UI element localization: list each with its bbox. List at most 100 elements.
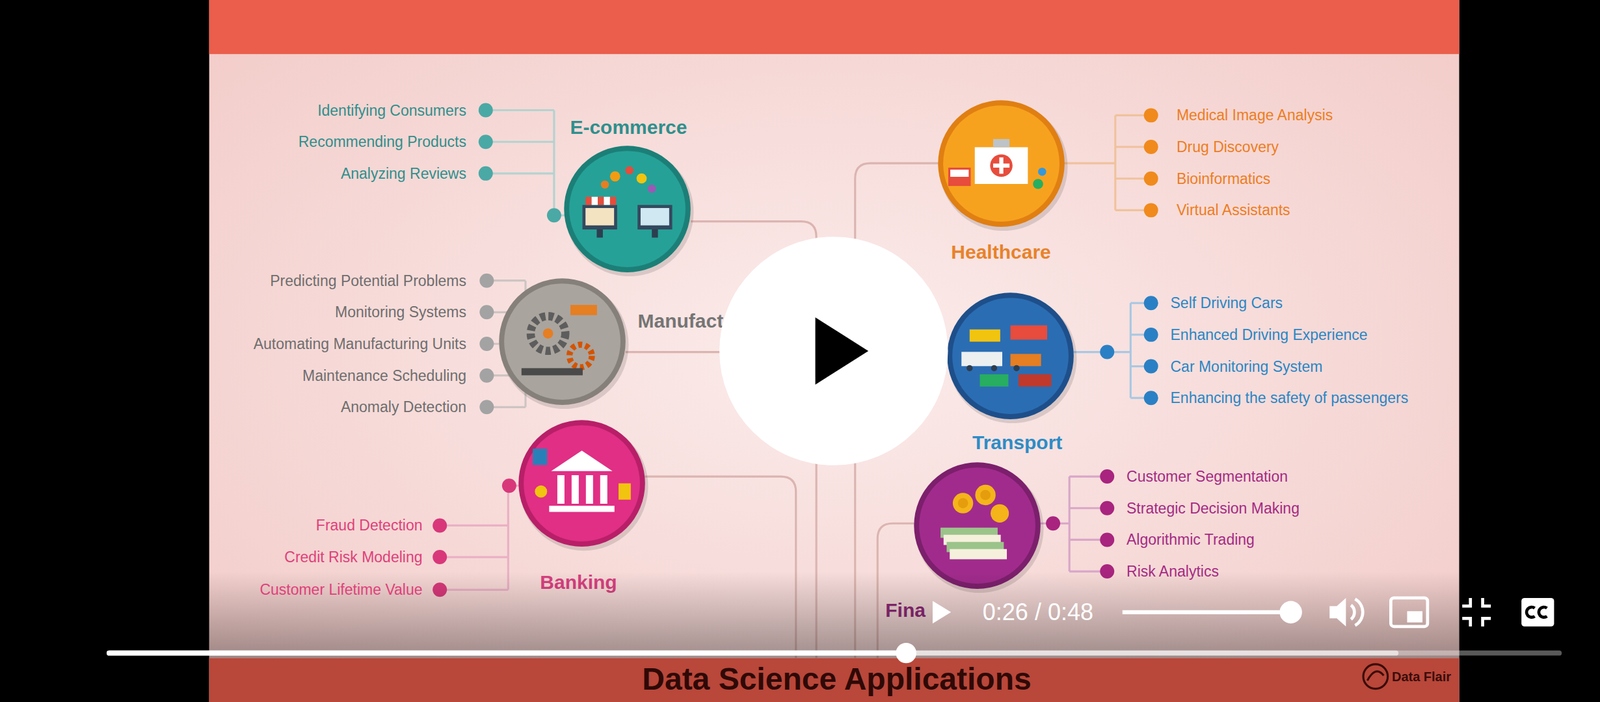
category-illustration [532,449,631,513]
circle-ring [937,100,1065,227]
application-item-holder: Customer Segmentation [1126,468,1288,486]
application-item: Customer Lifetime Value [259,581,423,600]
art-rect [618,483,631,501]
slide-ground [209,0,1460,702]
category-title-holder: Transport [972,431,1063,454]
application-item: Enhancing the safety of passengers [1170,389,1409,408]
application-item: Maintenance Scheduling [302,366,467,385]
art-dot [958,498,969,509]
category-title-holder: Healthcare [950,241,1051,264]
art-rect [610,197,616,206]
application-item-holder: Drug Discovery [1176,138,1279,157]
application-item-holder: Virtual Assistants [1176,201,1291,220]
art-dot [543,328,554,339]
circle-ring [498,279,626,406]
art-dot [600,180,610,190]
big-play-icon [815,317,869,386]
speaker-icon [1329,598,1346,627]
volume-knob [1279,601,1303,625]
art-dot [975,485,996,506]
art-rect [1010,325,1047,341]
join-dot [546,208,562,223]
art-rect [586,208,615,226]
category-illustration [947,138,1046,189]
application-item-holder: Recommending Products [298,133,467,151]
captions-icon [1521,598,1554,627]
progress-track [109,651,1560,657]
art-rect [979,374,1009,387]
category-illustration [941,485,1010,560]
art-rect [638,205,673,231]
application-item-holder: Maintenance Scheduling [302,366,467,385]
item-dot [479,273,494,289]
logo-mark [1363,664,1388,690]
big-play-button [719,236,948,466]
item-dot [1144,107,1159,123]
logo-swoosh [1367,671,1384,681]
art-roof [550,451,613,472]
circle-face [943,105,1060,222]
join-dot [1099,345,1115,360]
join-dot [1045,516,1061,531]
art-rect [599,475,607,505]
art-rect [993,138,1010,147]
bracket-link [1061,162,1116,165]
application-item: Risk Analytics [1126,563,1219,581]
application-item: Customer Segmentation [1126,468,1288,486]
leader-line [485,141,555,144]
art-rect [1018,374,1052,387]
application-item-holder: Automating Manufacturing Units [253,335,467,354]
art-dot [966,365,973,372]
item-dot [478,103,494,118]
application-item-holder: Customer Lifetime Value [259,581,423,600]
application-item: Car Monitoring System [1170,357,1323,376]
category-title: Healthcare [950,241,1051,264]
control-shade [209,571,1460,659]
item-dot [1099,469,1115,484]
application-item-holder: Analyzing Reviews [340,164,467,183]
play-icon [932,601,951,625]
art-rect [1010,354,1041,367]
category-circle: Healthcare [933,96,1069,231]
application-item: Strategic Decision Making [1126,499,1300,518]
application-item-holder: Medical Image Analysis [1176,106,1333,125]
circle-ring [518,420,646,548]
art-dot [980,489,992,501]
application-item-holder: Anomaly Detection [340,398,467,417]
item-bracket [1071,303,1151,399]
art-dot [625,166,635,175]
application-item-holder: Strategic Decision Making [1126,499,1300,518]
application-item-holder: Credit Risk Modeling [284,548,423,567]
art-rect [591,197,598,206]
art-rect [974,146,1028,185]
top-band [209,0,1460,54]
bracket-line [552,110,555,216]
circle-face [919,467,1037,585]
art-rect [950,549,1008,560]
bracket-line [1129,303,1132,399]
application-item: Identifying Consumers [317,101,467,120]
time-display-holder: 0:26 / 0:48 [982,599,1094,627]
item-dot [1144,390,1159,406]
item-dot [1144,295,1159,311]
circle-outline [494,274,630,410]
item-dot [479,305,494,320]
time-display: 0:26 / 0:48 [982,599,1094,627]
art-rect [548,506,614,513]
application-item-holder: Predicting Potential Problems [269,271,467,290]
application-item: Self Driving Cars [1170,294,1284,313]
category-circle: Transport [943,288,1078,424]
art-rect [950,169,969,177]
art-rect [582,205,618,231]
application-item: Anomaly Detection [340,398,467,417]
application-item-holder: Bioinformatics [1176,169,1271,188]
corner-mark [1482,618,1492,627]
category-illustration [961,325,1052,387]
item-dot [1144,139,1159,155]
circle-ring [914,462,1042,590]
category-circle: Manufacturing [494,274,630,410]
art-rect [597,197,604,206]
application-item: Credit Risk Modeling [284,548,423,567]
